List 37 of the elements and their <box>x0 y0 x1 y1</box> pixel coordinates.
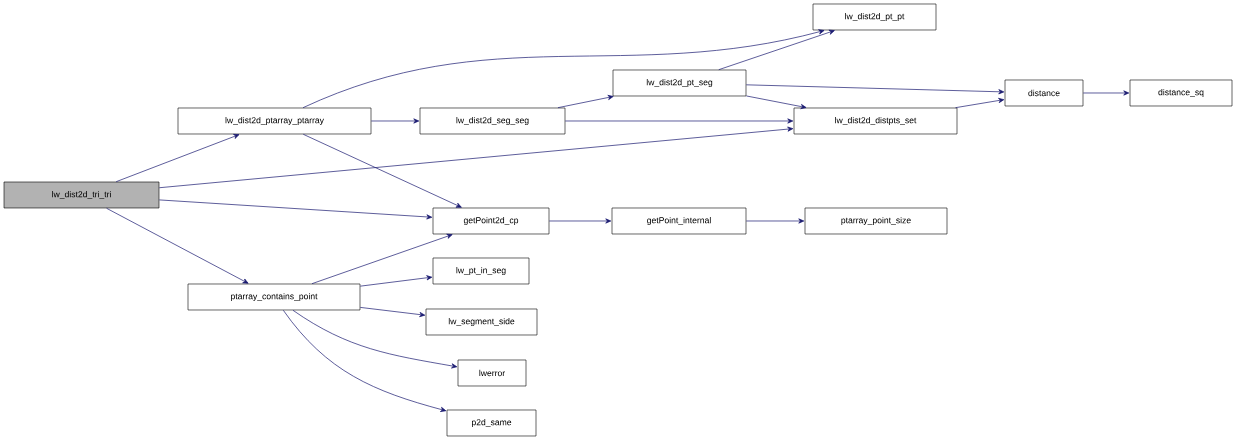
arrow <box>282 309 447 412</box>
arrow <box>745 218 805 224</box>
arrow <box>158 199 433 220</box>
arrow <box>311 233 453 285</box>
function-box: distance <box>1004 79 1084 107</box>
arrow <box>718 29 835 71</box>
function-box: lw_dist2d_pt_pt <box>812 3 937 31</box>
function-box: ptarray_contains_point <box>187 283 361 311</box>
function-box: lw_dist2d_seg_seg <box>419 107 566 135</box>
arrow <box>302 29 825 109</box>
arrow <box>158 126 794 189</box>
arrow <box>1082 90 1130 96</box>
function-box: lw_dist2d_ptarray_ptarray <box>177 107 372 135</box>
function-box: lw_dist2d_distpts_set <box>793 107 958 135</box>
function-box: getPoint2d_cp <box>432 207 550 235</box>
arrow <box>745 84 1005 95</box>
arrow <box>302 133 462 208</box>
arrow <box>548 218 612 224</box>
function-box: lwerror <box>457 359 527 387</box>
function-box: lw_dist2d_tri_tri <box>3 181 160 209</box>
arrow <box>359 275 433 287</box>
function-box: p2d_same <box>446 409 537 437</box>
arrow <box>292 309 458 369</box>
function-box: ptarray_point_size <box>804 207 948 235</box>
function-box: getPoint_internal <box>611 207 747 235</box>
function-box: lw_pt_in_seg <box>432 257 530 285</box>
arrow <box>106 207 249 284</box>
function-box: lw_dist2d_pt_seg <box>612 69 747 97</box>
arrow <box>115 134 240 183</box>
function-box: lw_segment_side <box>425 308 538 336</box>
arrow <box>359 307 426 318</box>
arrow <box>557 95 614 109</box>
arrow <box>745 95 807 110</box>
arrow <box>955 98 1005 109</box>
arrow <box>564 118 794 124</box>
function-box: distance_sq <box>1129 79 1233 107</box>
arrow <box>370 118 420 124</box>
